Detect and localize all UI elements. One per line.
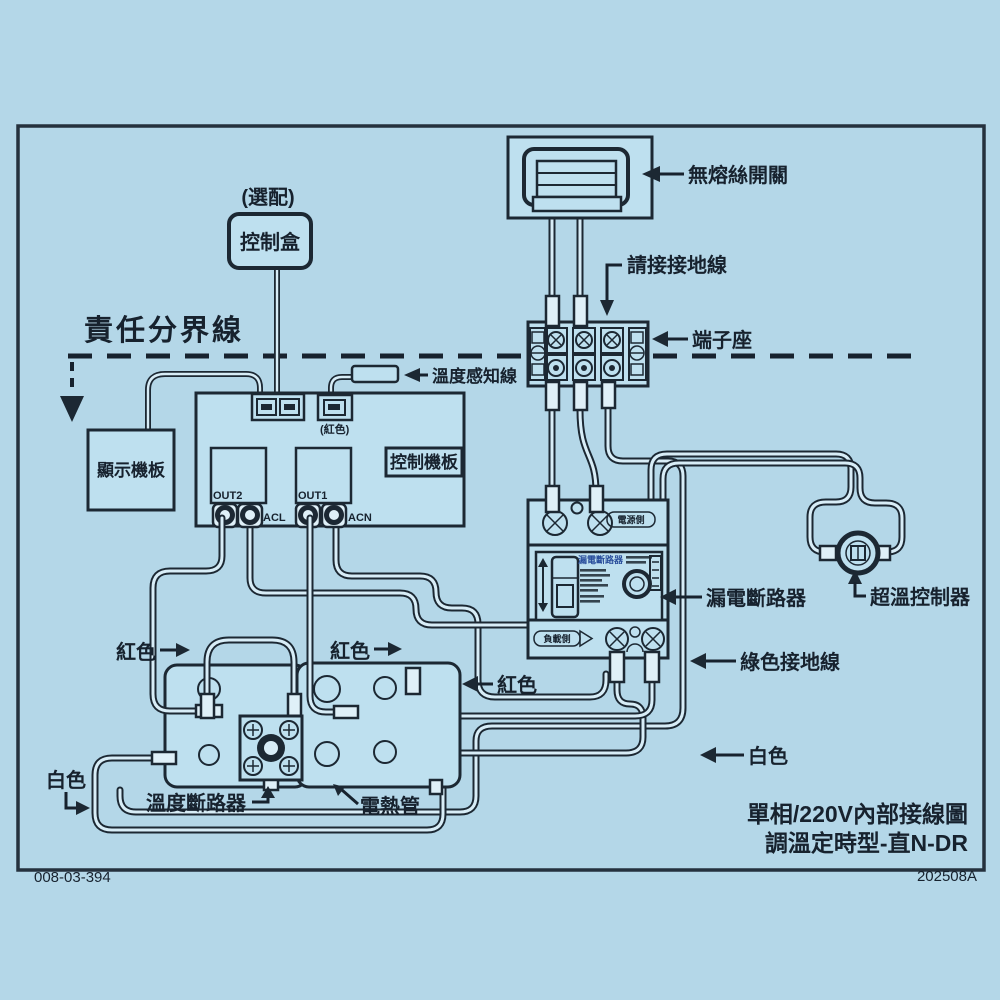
- footer-left-code: 008-03-394: [34, 869, 111, 886]
- control-box: (選配) 控制盒: [227, 186, 313, 270]
- elcb-device-title: 漏電斷路器: [578, 554, 624, 565]
- title-block: 單相/220V內部接線圖 調溫定時型-直N-DR: [747, 801, 968, 856]
- out1-label: OUT1: [298, 490, 327, 502]
- temp-sensor: 溫度感知線: [350, 364, 517, 386]
- acl-label: ACL: [263, 512, 286, 524]
- elcb-label: 漏電斷路器: [706, 586, 807, 610]
- red-label-1: 紅色: [116, 640, 156, 664]
- boundary-line: 責任分界線: [60, 313, 914, 422]
- wires: [91, 212, 906, 834]
- display-board-label: 顯示機板: [97, 460, 166, 480]
- white-label-left: 白色: [46, 768, 86, 792]
- ground-note-label: 請接接地線: [627, 253, 727, 277]
- title-line1: 單相/220V內部接線圖: [747, 801, 968, 827]
- control-board-label: 控制機板: [390, 452, 459, 472]
- leakage-breaker: 電源側 漏電斷路器 負載側: [526, 484, 670, 684]
- red-connector-note: (紅色): [320, 422, 350, 436]
- elcb-test-button: [622, 569, 652, 599]
- temp-breaker: [238, 714, 304, 792]
- elcb-toggle-switch: [538, 555, 580, 619]
- load-side-label: 負載側: [543, 633, 570, 644]
- temp-sensor-label: 溫度感知線: [432, 366, 517, 386]
- acn-label: ACN: [348, 512, 372, 524]
- overtemp-controller: [818, 530, 892, 576]
- boundary-label: 責任分界線: [84, 313, 244, 347]
- board-terminals: ACL ACN: [211, 502, 372, 529]
- terminal-block-label: 端子座: [692, 328, 752, 352]
- elcb-connector: [649, 555, 662, 591]
- title-line2: 調溫定時型-直N-DR: [765, 830, 969, 856]
- control-board: 控制機板 OUT2 OUT1 (紅色) ACL ACN: [194, 391, 466, 529]
- green-ground-label: 綠色接地線: [740, 650, 840, 674]
- white-label-right: 白色: [748, 744, 788, 768]
- boundary-down-arrow-icon: [60, 396, 84, 422]
- power-side-label: 電源側: [617, 514, 644, 525]
- heater-flange: [295, 661, 462, 789]
- heating-tube-label: 電熱管: [360, 794, 420, 818]
- overtemp-label: 超溫控制器: [869, 585, 971, 609]
- control-box-label: 控制盒: [240, 230, 301, 254]
- out2-label: OUT2: [213, 490, 242, 502]
- red-label-2: 紅色: [330, 639, 370, 663]
- red-label-3: 紅色: [497, 673, 537, 697]
- terminal-block-poles: [544, 327, 624, 381]
- callout-labels: 無熔絲開關 請接接地線 端子座 漏電斷路器 超溫控制器 綠色接地線 白色 紅色 …: [46, 163, 971, 818]
- display-board: 顯示機板: [86, 428, 176, 512]
- nfb-label: 無熔絲開關: [688, 163, 788, 187]
- no-fuse-breaker: [506, 135, 654, 220]
- terminal-block: [526, 294, 650, 412]
- optional-note: (選配): [241, 186, 294, 209]
- elcb-spec-text-lines: [580, 556, 652, 603]
- temp-breaker-label: 溫度斷路器: [146, 791, 247, 815]
- board-connectors: (紅色): [250, 392, 354, 436]
- footer-right-code: 202508A: [917, 868, 977, 885]
- diagram-border: [16, 124, 986, 872]
- heater-assembly: [149, 514, 462, 796]
